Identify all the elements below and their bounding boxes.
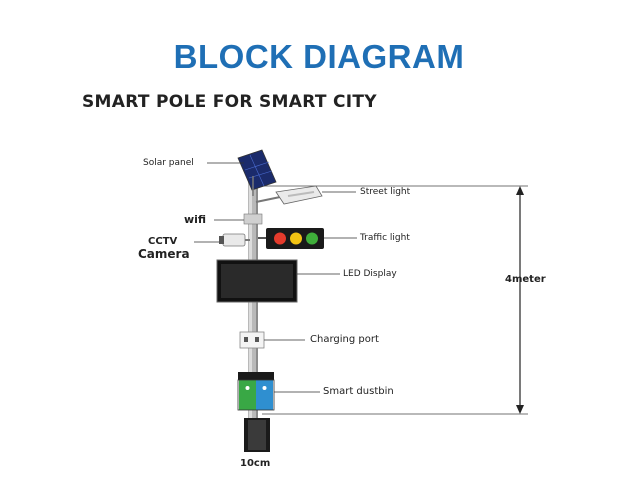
label-street-light: Street light: [360, 187, 411, 197]
solar-panel: [237, 149, 277, 196]
slide-title: BLOCK DIAGRAM: [173, 38, 465, 75]
label-charging-port: Charging port: [310, 334, 379, 345]
label-height: 4meter: [505, 274, 546, 285]
label-base-width: 10cm: [240, 458, 271, 469]
label-traffic-light: Traffic light: [360, 233, 410, 243]
led-display: [216, 259, 298, 303]
leader-lines: [194, 162, 357, 393]
charging-port: [239, 331, 265, 349]
label-camera: Camera: [138, 247, 190, 261]
pole-base: [244, 418, 270, 452]
label-wifi: wifi: [184, 213, 207, 226]
diagram-heading: SMART POLE FOR SMART CITY: [82, 92, 377, 112]
label-smart-dustbin: Smart dustbin: [323, 386, 394, 397]
label-solar-panel: Solar panel: [143, 158, 194, 168]
label-cctv: CCTV: [148, 236, 178, 247]
label-led-display: LED Display: [343, 269, 397, 279]
smart-dustbin: [237, 372, 275, 411]
wifi-module: [243, 213, 263, 225]
traffic-light: [258, 228, 324, 249]
height-dimension: [262, 185, 528, 415]
street-light: [255, 185, 323, 205]
cctv-camera: [219, 233, 250, 247]
